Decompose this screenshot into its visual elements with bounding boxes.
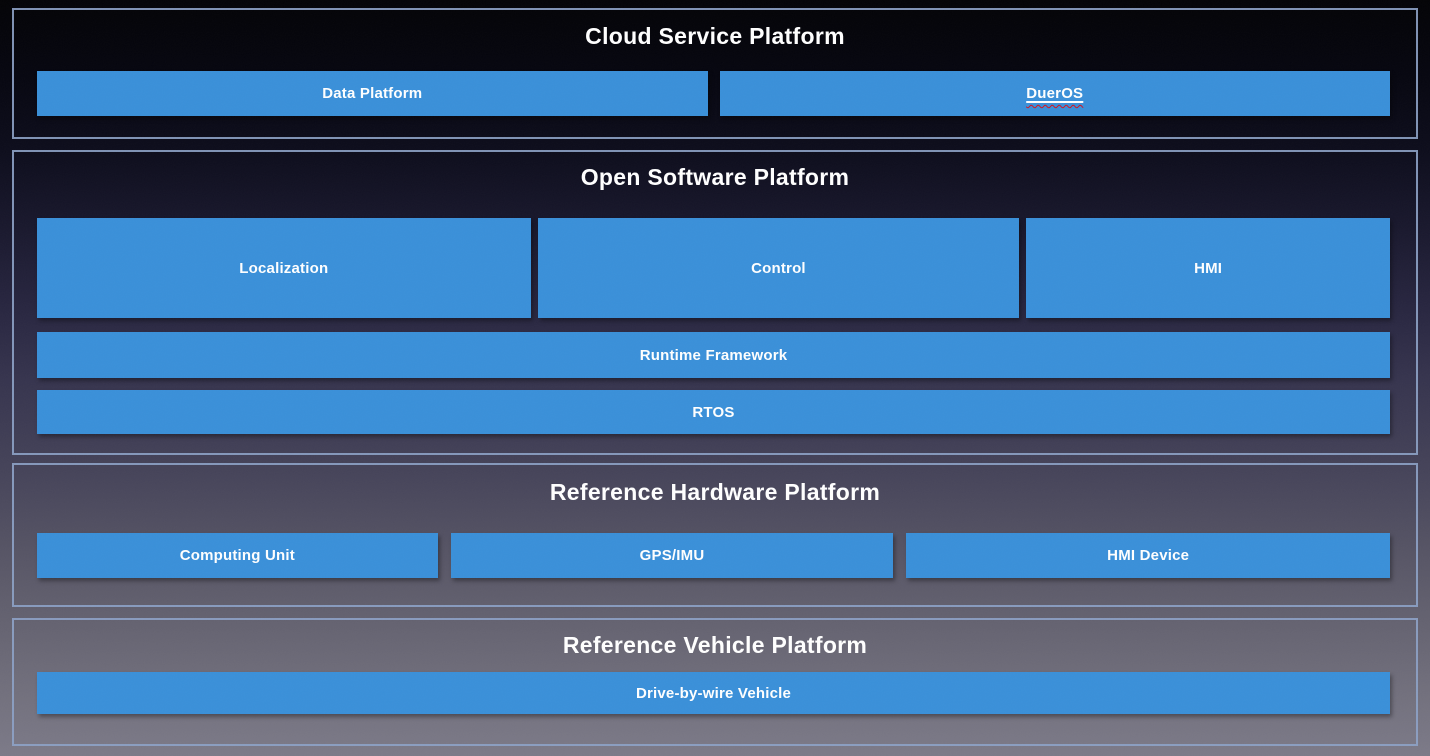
hmi-label: HMI — [1194, 259, 1223, 277]
control-box: Control — [537, 218, 1020, 318]
computing-unit-label: Computing Unit — [179, 547, 295, 564]
localization-label: Localization — [239, 259, 329, 277]
open-software-platform-panel: Open Software Platform Localization Cont… — [12, 150, 1418, 455]
rtos-box: RTOS — [37, 390, 1390, 434]
dueros-label: DuerOS — [1026, 85, 1083, 102]
reference-hardware-platform-panel: Reference Hardware Platform Computing Un… — [12, 463, 1418, 607]
dueros-box: DuerOS — [719, 71, 1390, 116]
rtos-row: RTOS — [37, 390, 1390, 434]
software-section-title: Open Software Platform — [580, 164, 850, 190]
control-label: Control — [751, 259, 806, 277]
data-platform-box: Data Platform — [37, 71, 708, 116]
rtos-label: RTOS — [692, 403, 735, 421]
reference-vehicle-platform-panel: Reference Vehicle Platform Drive-by-wire… — [12, 618, 1418, 746]
runtime-framework-row: Runtime Framework — [37, 332, 1390, 378]
hmi-device-box: HMI Device — [906, 533, 1391, 578]
localization-box: Localization — [37, 218, 531, 318]
hmi-box: HMI — [1026, 218, 1390, 318]
runtime-framework-label: Runtime Framework — [639, 346, 788, 364]
cloud-section-title: Cloud Service Platform — [585, 23, 845, 49]
vehicle-section-title: Reference Vehicle Platform — [562, 632, 868, 658]
gps-imu-box: GPS/IMU — [450, 533, 894, 578]
software-box-row: Localization Control HMI — [37, 218, 1390, 318]
cloud-box-row: Data Platform DuerOS — [37, 71, 1390, 116]
drive-by-wire-label: Drive-by-wire Vehicle — [635, 684, 792, 702]
dueros-label-text: DuerOS — [1026, 85, 1084, 102]
data-platform-label: Data Platform — [322, 85, 423, 102]
vehicle-box-row: Drive-by-wire Vehicle — [37, 672, 1390, 714]
runtime-framework-box: Runtime Framework — [37, 332, 1390, 378]
cloud-service-platform-panel: Cloud Service Platform Data Platform Due… — [12, 8, 1418, 139]
hardware-section-title: Reference Hardware Platform — [549, 479, 881, 505]
computing-unit-box: Computing Unit — [37, 533, 438, 578]
hardware-box-row: Computing Unit GPS/IMU HMI Device — [37, 533, 1391, 578]
drive-by-wire-box: Drive-by-wire Vehicle — [37, 672, 1390, 714]
hmi-device-label: HMI Device — [1107, 547, 1190, 564]
gps-imu-label: GPS/IMU — [639, 547, 705, 564]
